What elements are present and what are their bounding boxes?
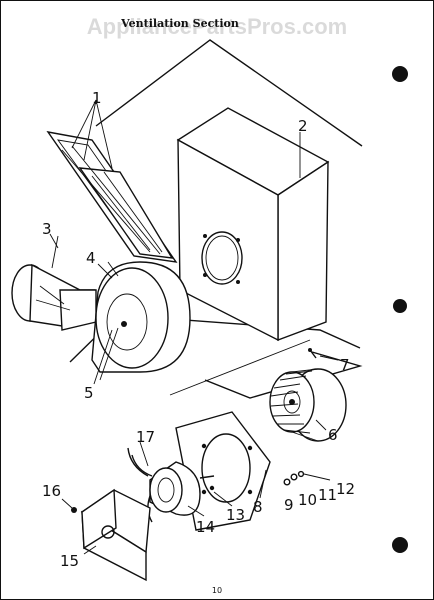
callout-7: 7 [340,356,350,374]
callout-1: 1 [92,89,102,107]
leader-lines [49,100,327,555]
part-screw [308,348,339,361]
callouts: 1 2 3 4 5 6 7 8 9 10 11 12 13 14 15 16 1… [42,89,355,570]
part-blower-wheel [269,368,347,442]
callout-12: 12 [336,480,355,498]
part-electrical-box [80,488,151,582]
binder-hole-middle [393,299,407,313]
callout-9: 9 [284,496,294,514]
part-blower-housing [91,261,191,381]
callout-10: 10 [298,491,317,509]
callout-14: 14 [196,518,215,536]
part-duct-transition [11,235,97,331]
binder-hole-bottom [392,537,408,553]
part-cabinet [176,107,330,342]
watermark: AppliancePartsPros.com [87,14,347,39]
diagram-title: Ventilation Section [120,17,239,30]
part-box-screw [71,507,77,513]
binder-hole-top [392,66,408,82]
callout-4: 4 [86,249,96,267]
callout-3: 3 [42,220,52,238]
callout-16: 16 [42,482,61,500]
callout-5: 5 [84,384,94,402]
part-filter-panels [46,99,178,263]
part-hardware [283,470,331,486]
callout-11: 11 [318,486,337,504]
callout-15: 15 [60,552,79,570]
page-number: 10 [212,586,222,595]
callout-2: 2 [298,117,308,135]
callout-13: 13 [226,506,245,524]
callout-8: 8 [253,498,263,516]
part-motor [127,447,215,523]
callout-6: 6 [328,426,338,444]
callout-17: 17 [136,428,155,446]
